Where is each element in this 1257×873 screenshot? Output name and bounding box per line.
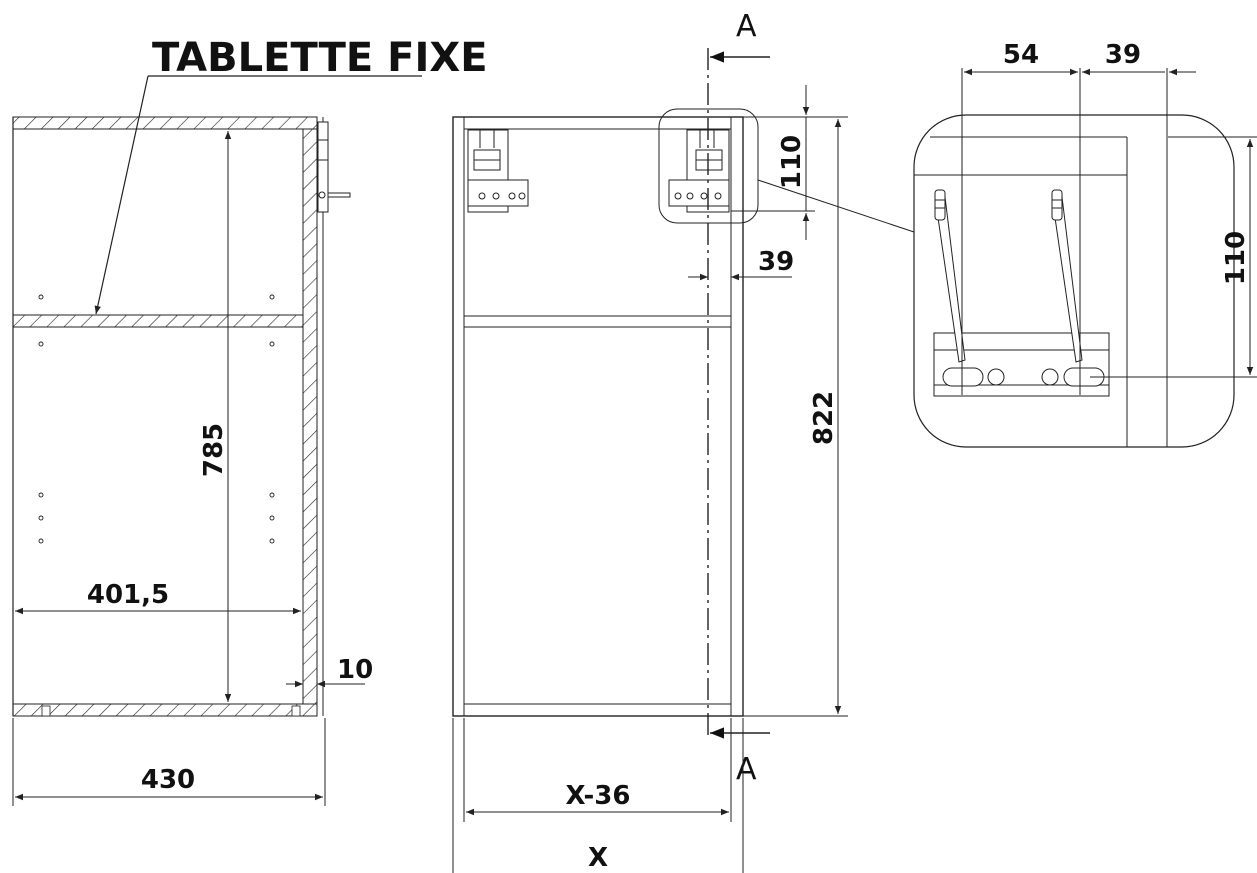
dim-110-detail-label: 110	[1221, 231, 1251, 285]
shelf-title: TABLETTE FIXE	[152, 35, 488, 81]
top-panel	[12, 116, 318, 130]
screw-right	[1051, 189, 1083, 363]
right-bracket	[668, 129, 730, 213]
hanging-bracket-side	[317, 121, 351, 213]
dim-785-label: 785	[199, 423, 229, 477]
fixed-shelf	[12, 314, 304, 328]
bottom-foot-right	[291, 705, 301, 717]
dim-x36-label: X-36	[566, 781, 631, 811]
detail-frame	[913, 114, 1235, 448]
front-view: A A 110 39 822 X-36 X	[452, 9, 915, 873]
section-view: TABLETTE FIXE 785	[12, 35, 488, 806]
cabinet-outline	[452, 116, 744, 717]
dim-430-label: 430	[141, 765, 195, 795]
dim-39-detail-label: 39	[1105, 40, 1141, 70]
dim-39-label: 39	[758, 247, 794, 277]
dim-54-label: 54	[1003, 40, 1039, 70]
dim-822-label: 822	[809, 391, 839, 445]
detail-view: 54 39 110	[913, 40, 1257, 448]
screw-left	[934, 189, 966, 363]
dim-110-label: 110	[777, 135, 807, 189]
bottom-panel	[12, 703, 318, 717]
back-panel	[302, 128, 318, 705]
shelf-leader-line	[94, 75, 149, 315]
section-label-bottom: A	[736, 752, 757, 787]
dim-401-label: 401,5	[87, 580, 169, 610]
pin-holes	[38, 294, 275, 544]
dim-x-label: X	[588, 843, 608, 873]
bottom-foot-left	[41, 705, 51, 717]
section-label-top: A	[736, 9, 757, 44]
left-bracket	[467, 129, 529, 213]
dim-10-label: 10	[337, 655, 373, 685]
